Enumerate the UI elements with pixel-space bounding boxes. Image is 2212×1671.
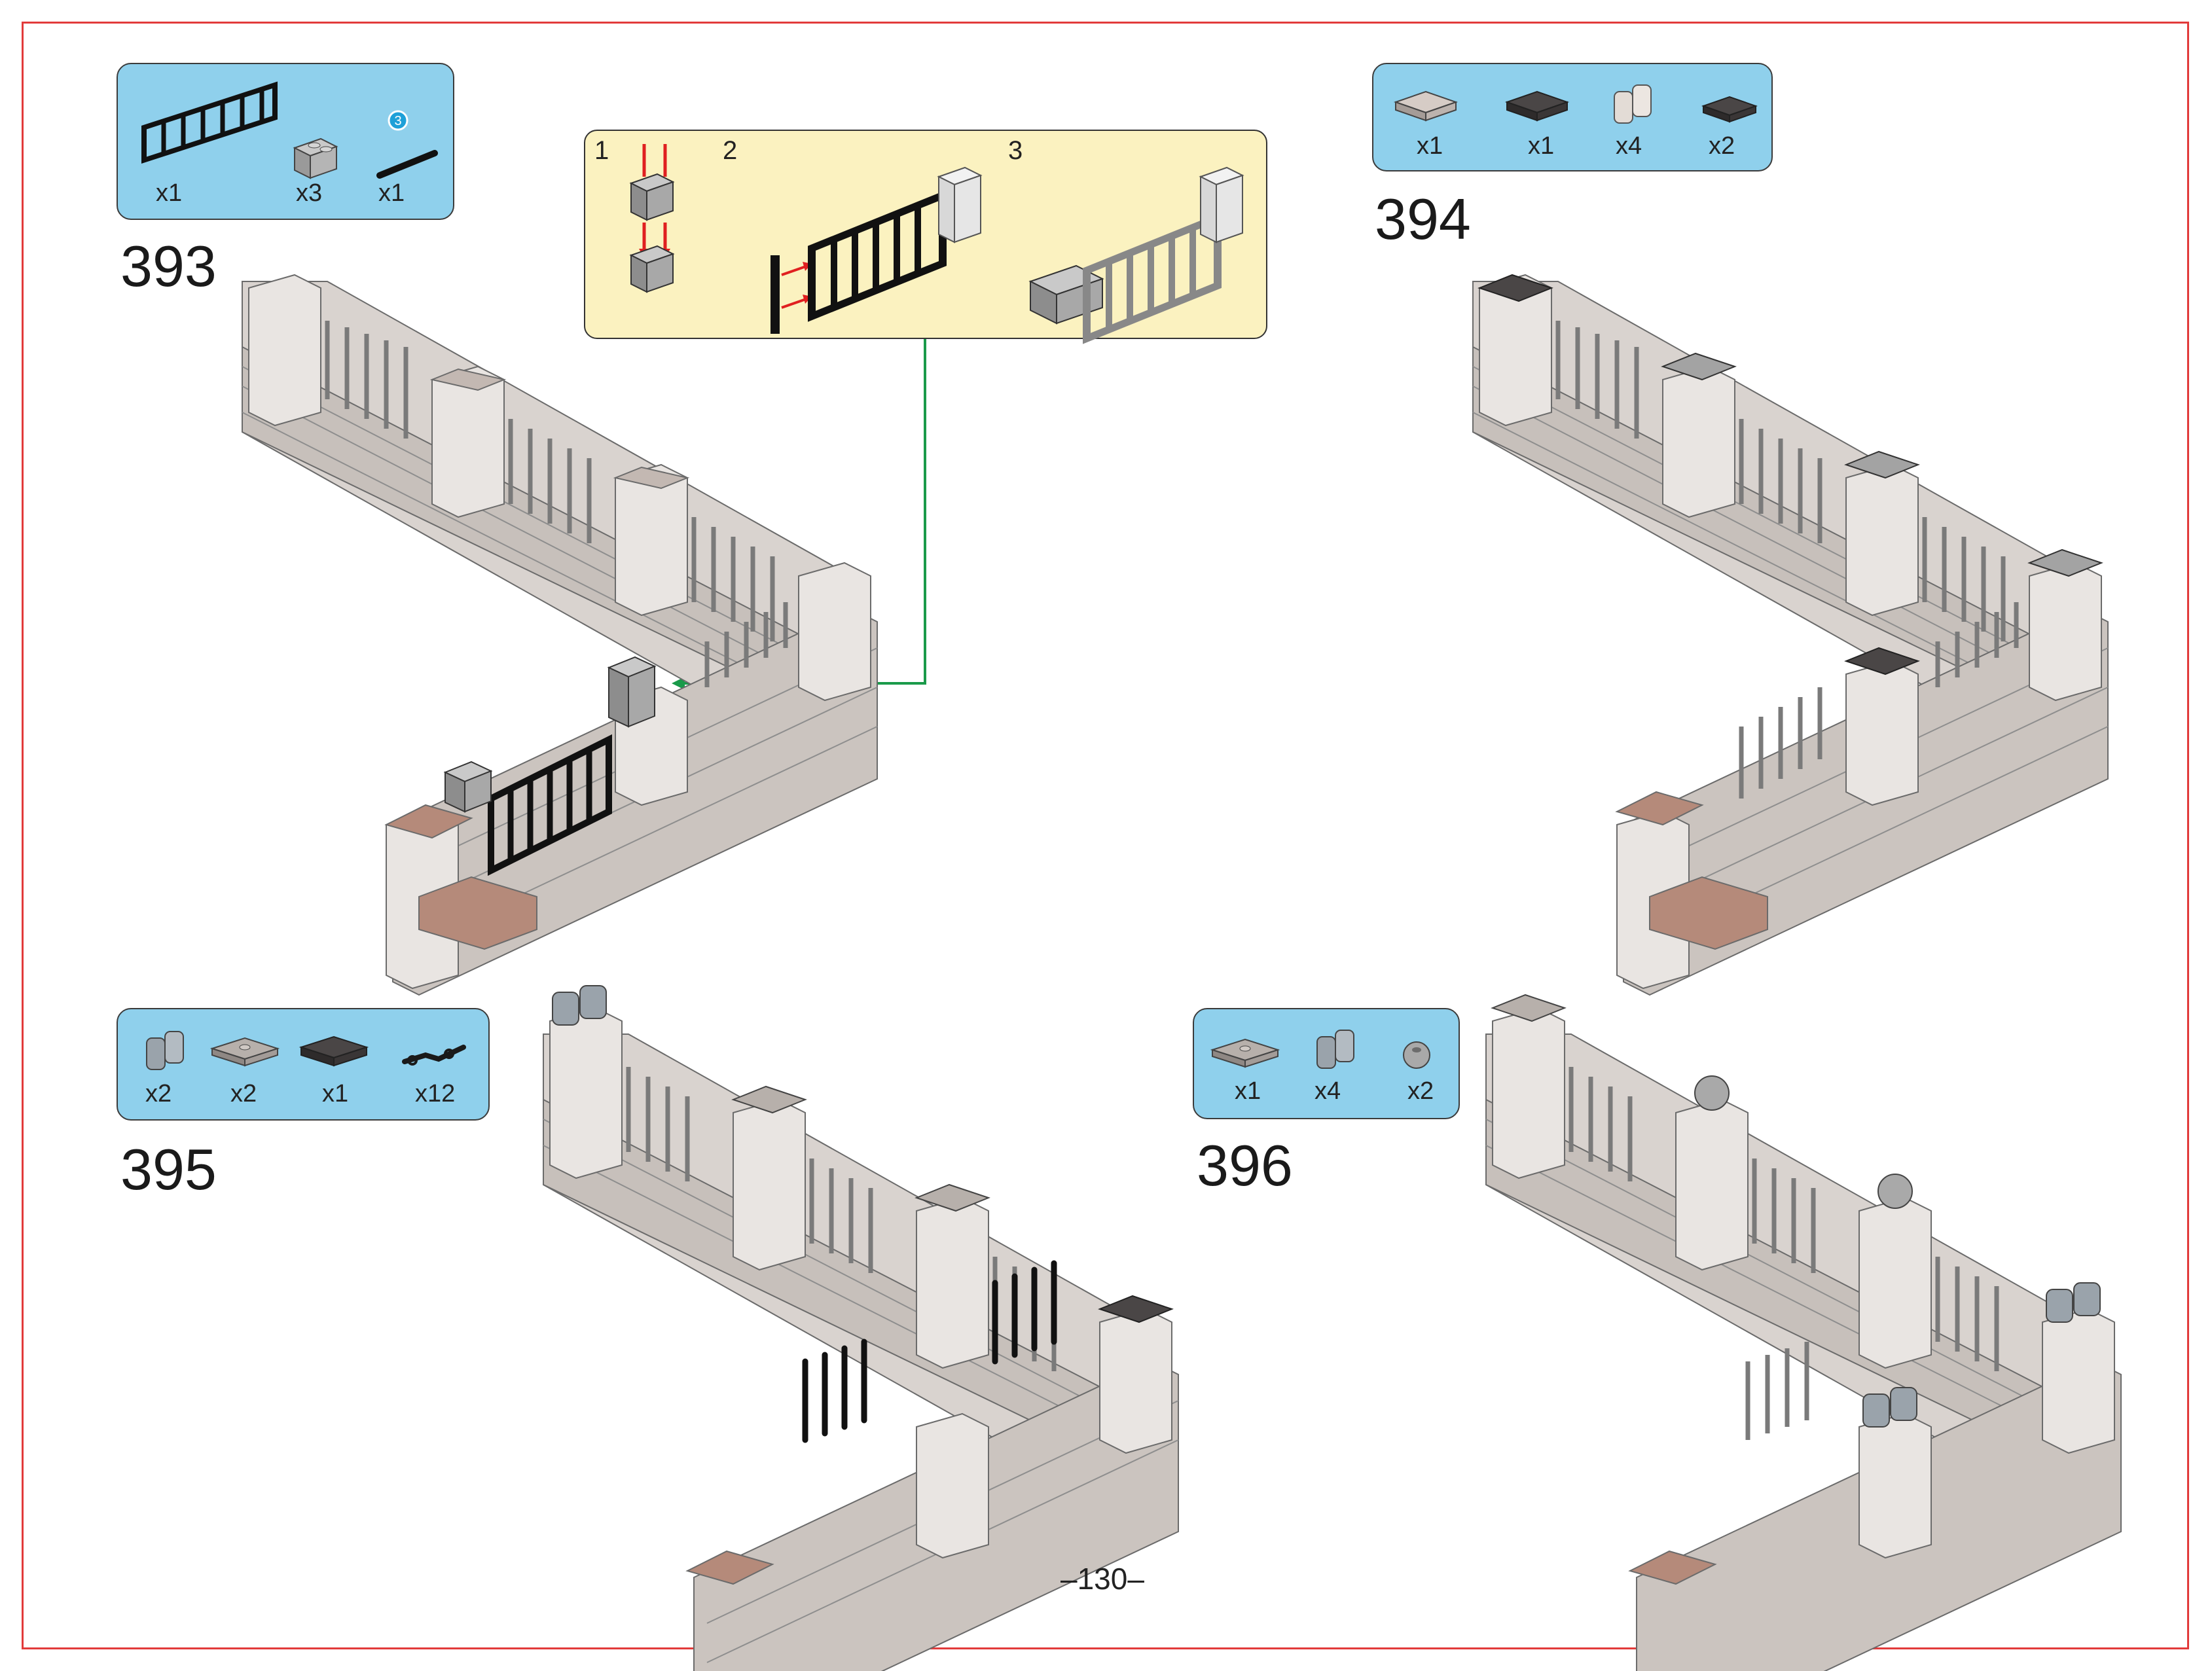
step-number-395: 395 <box>120 1137 217 1202</box>
part-badge: 3 <box>394 114 401 128</box>
qty-393-2: x1 <box>378 179 405 207</box>
round-dome-icon <box>1403 1041 1430 1069</box>
round-brick-icon <box>1316 1030 1354 1069</box>
qty-395-3: x12 <box>415 1080 456 1107</box>
qty-393-0: x1 <box>156 179 183 207</box>
qty-393-1: x3 <box>296 179 323 207</box>
tile-2x2-stud-icon <box>1210 1038 1280 1068</box>
qty-395-1: x2 <box>230 1080 257 1107</box>
sub-step-2: 2 <box>723 136 738 165</box>
dark-plate-1x2-icon <box>1701 96 1758 123</box>
dark-plate-2x2-icon <box>299 1035 369 1067</box>
qty-396-1: x4 <box>1315 1077 1341 1105</box>
grey-brick-clip-icon <box>293 137 338 179</box>
sub-step-3-diagram <box>1028 166 1244 344</box>
step-number-393: 393 <box>120 234 217 298</box>
model-396 <box>1485 994 2122 1671</box>
spike-clip-icon <box>402 1045 466 1066</box>
step-number-394: 394 <box>1375 187 1471 251</box>
dark-plate-2x2-icon <box>1504 90 1570 122</box>
light-grey-plate-2x2-icon <box>1393 90 1459 122</box>
qty-394-1: x1 <box>1528 132 1555 160</box>
qty-396-2: x2 <box>1407 1077 1434 1105</box>
qty-394-3: x2 <box>1709 132 1735 160</box>
page-number: –130– <box>1061 1562 1144 1596</box>
round-brick-icon <box>146 1031 184 1070</box>
parts-box-393: x1 x3 3 x1 <box>117 63 454 220</box>
model-394 <box>1472 274 2109 996</box>
parts-box-394: x1 x1 x4 x2 <box>1372 63 1773 171</box>
black-fence-panel-icon <box>141 81 278 164</box>
subassembly-callout: 1 2 3 <box>584 130 1267 344</box>
parts-box-396: x1 x4 x2 <box>1193 1008 1460 1119</box>
sub-step-1: 1 <box>594 136 609 165</box>
qty-396-0: x1 <box>1235 1077 1261 1105</box>
parts-box-395: x2 x2 x1 x12 <box>117 1008 490 1121</box>
qty-394-0: x1 <box>1417 132 1443 160</box>
qty-394-2: x4 <box>1616 132 1642 160</box>
model-393 <box>242 274 878 996</box>
step-number-396: 396 <box>1197 1133 1293 1198</box>
page-frame <box>22 22 2189 1649</box>
sub-step-1-diagram <box>629 144 675 293</box>
tile-2x2-stud-icon <box>209 1037 280 1067</box>
model-395 <box>543 985 1179 1671</box>
sub-step-3: 3 <box>1008 136 1023 165</box>
black-bar-icon: 3 <box>376 110 438 179</box>
qty-395-0: x2 <box>145 1080 172 1107</box>
sub-step-2-diagram <box>771 166 983 334</box>
round-brick-icon <box>1614 84 1652 124</box>
qty-395-2: x1 <box>322 1080 349 1107</box>
